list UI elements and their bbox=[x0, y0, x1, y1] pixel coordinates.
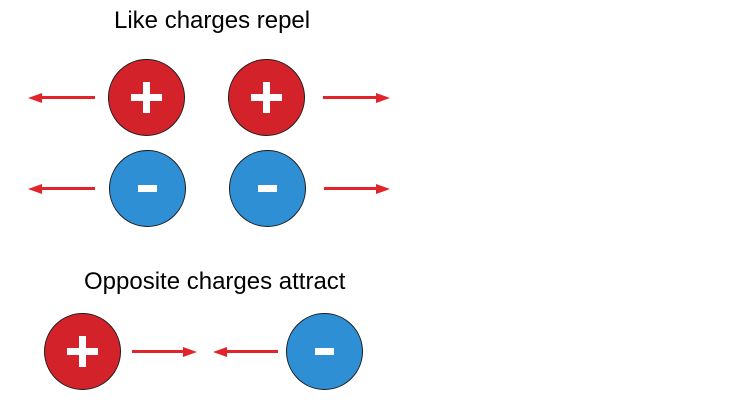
minus-icon: - bbox=[138, 185, 157, 192]
arrow-shaft bbox=[42, 187, 95, 190]
arrowhead-left-icon bbox=[28, 92, 42, 103]
repel-positive-left-arrow bbox=[28, 92, 95, 103]
arrow-shaft bbox=[132, 350, 183, 353]
attract-section-title: Opposite charges attract bbox=[84, 268, 346, 295]
positive-charge-circle: + bbox=[108, 59, 185, 136]
repel-positive-right-arrow bbox=[323, 92, 390, 103]
plus-icon: + bbox=[131, 82, 162, 113]
negative-charge-circle: - bbox=[109, 150, 186, 227]
attract-arrow-from-negative bbox=[213, 346, 278, 357]
attract-arrow-from-positive bbox=[132, 346, 197, 357]
plus-icon: + bbox=[251, 82, 282, 113]
repel-section-title: Like charges repel bbox=[114, 7, 311, 34]
arrowhead-right-icon bbox=[183, 346, 197, 357]
negative-charge-circle: - bbox=[286, 313, 363, 390]
arrow-shaft bbox=[227, 350, 278, 353]
arrowhead-right-icon bbox=[376, 183, 390, 194]
repel-negative-right-arrow bbox=[324, 183, 390, 194]
arrow-shaft bbox=[323, 96, 376, 99]
arrow-shaft bbox=[42, 96, 95, 99]
arrow-shaft bbox=[324, 187, 376, 190]
minus-icon: - bbox=[315, 348, 334, 355]
negative-charge-circle: - bbox=[229, 150, 306, 227]
arrowhead-left-icon bbox=[28, 183, 42, 194]
positive-charge-circle: + bbox=[228, 59, 305, 136]
plus-icon: + bbox=[67, 336, 98, 367]
repel-negative-left-arrow bbox=[28, 183, 95, 194]
minus-icon: - bbox=[258, 185, 277, 192]
positive-charge-circle: + bbox=[44, 313, 121, 390]
arrowhead-left-icon bbox=[213, 346, 227, 357]
arrowhead-right-icon bbox=[376, 92, 390, 103]
